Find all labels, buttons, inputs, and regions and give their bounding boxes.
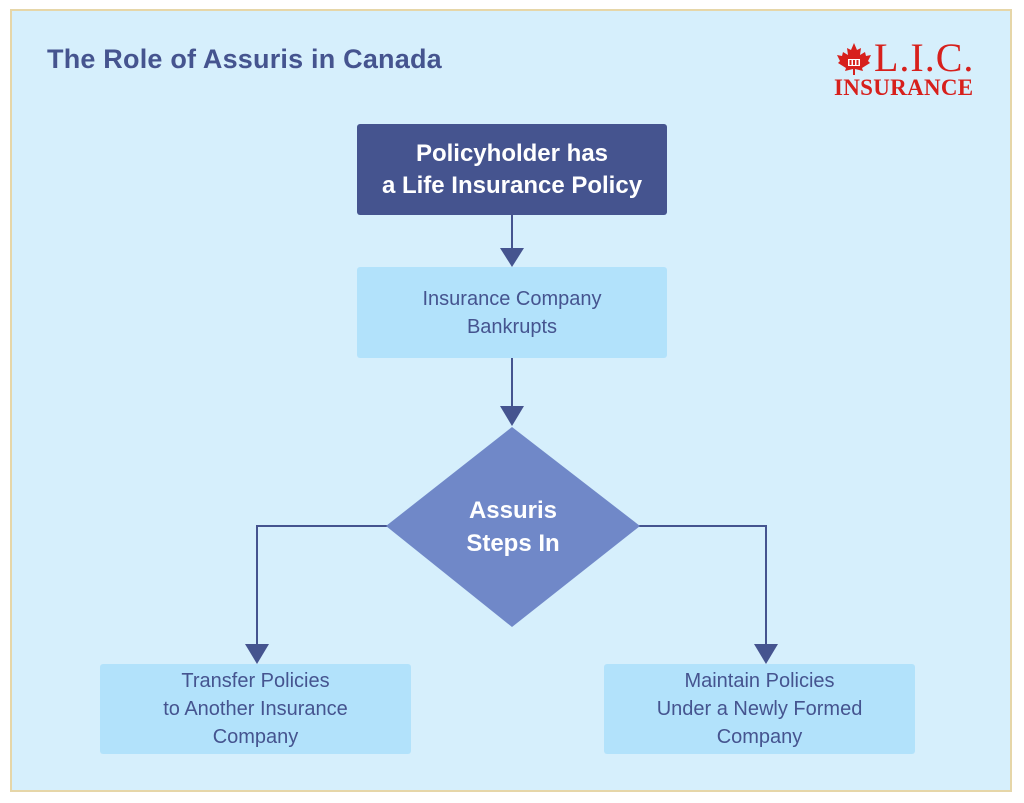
arrowhead-left: [245, 644, 269, 664]
start-node: Policyholder has a Life Insurance Policy: [357, 124, 667, 215]
event-node-label: Insurance Company Bankrupts: [422, 287, 602, 338]
decision-node-label-wrap: Assuris Steps In: [413, 492, 613, 562]
arrowhead-right: [754, 644, 778, 664]
maple-leaf-icon: [837, 43, 871, 75]
brand-logo: L.I.C. INSURANCE: [834, 38, 980, 100]
connector-decision-to-left: [256, 525, 388, 648]
option-right-label: Maintain Policies Under a Newly Formed C…: [656, 670, 863, 748]
page-title: The Role of Assuris in Canada: [47, 44, 442, 74]
arrowhead-decision: [500, 406, 524, 426]
logo-wordmark-top: L.I.C.: [874, 35, 975, 80]
option-left-label: Transfer Policies to Another Insurance C…: [163, 670, 348, 748]
option-right-node: Maintain Policies Under a Newly Formed C…: [604, 664, 915, 754]
decision-diamond: [386, 427, 640, 627]
option-left-node: Transfer Policies to Another Insurance C…: [100, 664, 411, 754]
logo-wordmark-bottom: INSURANCE: [834, 75, 974, 100]
connector-decision-to-right: [637, 525, 767, 648]
event-node: Insurance Company Bankrupts: [357, 267, 667, 358]
start-node-label: Policyholder has a Life Insurance Policy: [381, 139, 643, 199]
decision-node-label: Assuris Steps In: [466, 497, 560, 557]
arrowhead-event: [500, 248, 524, 267]
